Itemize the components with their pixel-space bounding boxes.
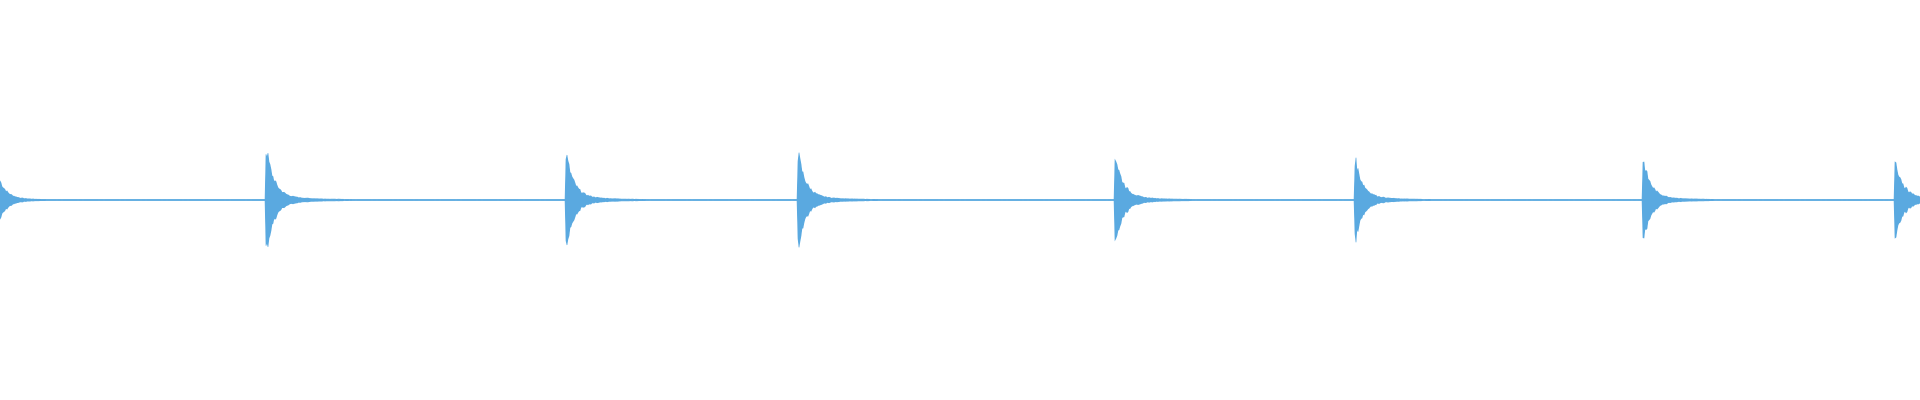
waveform-envelope <box>0 152 1920 248</box>
